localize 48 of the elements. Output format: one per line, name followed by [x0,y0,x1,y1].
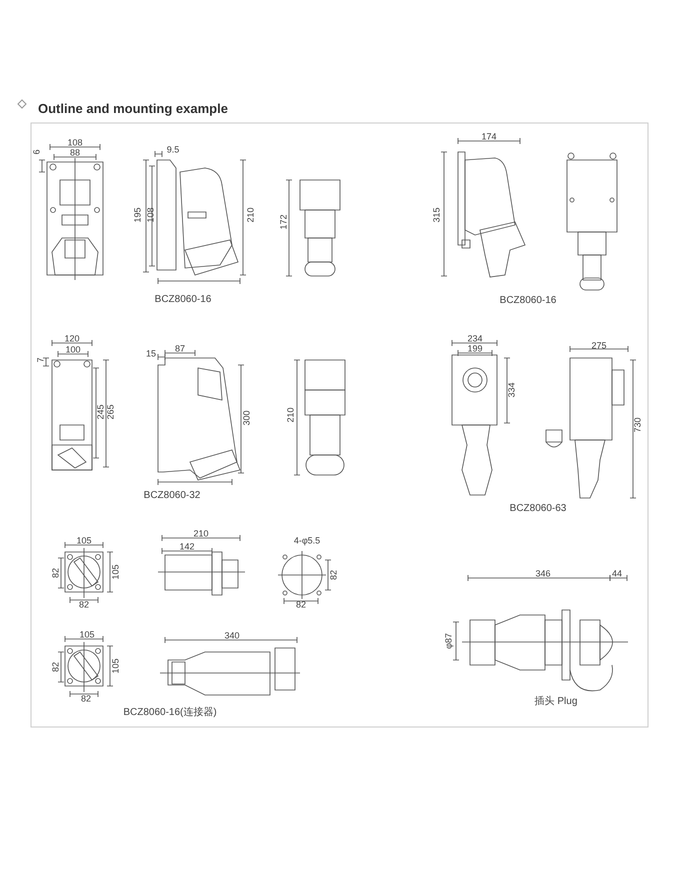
dimension-label: 82 [330,570,338,580]
dimension-label: 210 [246,207,256,223]
dimension-label: 210 [286,407,296,423]
dimension-label: 108 [67,138,83,148]
model-caption: BCZ8060-32 [144,491,200,501]
dimension-label: 6 [32,150,42,154]
dimension-label: 82 [79,600,89,610]
dimension-label: 105 [79,630,95,640]
dimension-label: 7 [36,358,46,362]
model-caption: BCZ8060-63 [510,504,566,514]
dimension-label: 88 [70,148,80,158]
dimension-label: 87 [175,344,185,354]
dimension-label: 315 [432,207,442,223]
dimension-label: 340 [224,632,240,640]
model-caption: BCZ8060-16 [500,296,556,306]
dimension-label: 346 [535,570,551,578]
dimension-label: 120 [64,334,80,344]
dimension-label: 82 [296,600,306,610]
dimension-label: 334 [508,382,516,398]
dimension-label: 265 [106,404,116,420]
dimension-label: 275 [591,342,607,350]
dimension-label: 105 [76,536,92,546]
dimension-label: 15 [146,350,156,358]
dimension-label: 82 [52,568,60,578]
dimension-label: 234 [467,334,483,344]
dimension-label: 245 [96,404,106,420]
dimension-label: 172 [280,214,288,230]
dimension-label: 730 [634,417,642,433]
dimension-label: 82 [52,662,60,672]
dimension-label: 100 [65,346,81,354]
dimension-label: φ87 [444,633,454,649]
dimension-label: 142 [179,542,195,552]
dimension-label: 9.5 [166,146,180,154]
dimension-label: 195 [134,207,142,223]
dimension-label: 199 [467,344,483,354]
section-title: Outline and mounting example [38,101,228,116]
model-caption: BCZ8060-16 [154,295,212,305]
dimension-label: 300 [242,410,252,426]
model-caption: 插头 Plug [534,697,578,707]
dimension-label: 4-φ5.5 [294,536,320,546]
model-caption: BCZ8060-16(连接器) [123,708,217,718]
dimension-label: 108 [146,207,156,223]
dimension-label: 44 [612,570,622,578]
dimension-label: 82 [81,694,91,704]
dimension-label: 105 [112,564,120,580]
dimension-label: 174 [481,132,497,142]
dimension-label: 210 [193,530,209,538]
dimension-label: 105 [112,658,120,674]
